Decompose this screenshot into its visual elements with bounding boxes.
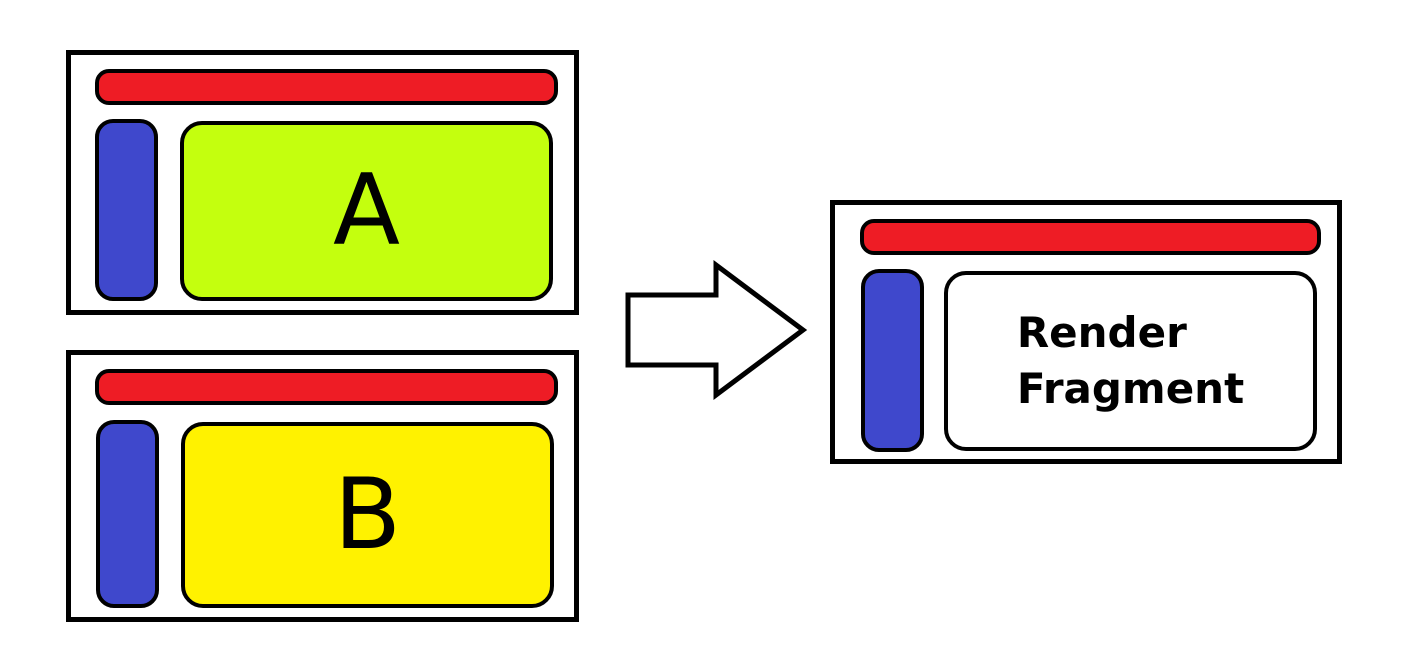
layout-a-label: A xyxy=(332,154,401,268)
render-fragment-line-1: Render xyxy=(1016,308,1187,357)
right-arrow-icon xyxy=(625,260,808,400)
render-fragment-line-2: Fragment xyxy=(1016,364,1245,413)
render-fragment-label: Render Fragment xyxy=(1017,305,1244,417)
layout-b-content: B xyxy=(181,422,554,608)
layout-b-frame: B xyxy=(66,350,579,622)
layout-b-sidebar xyxy=(96,420,159,608)
layout-b-header xyxy=(95,369,558,405)
right-arrow-shape xyxy=(625,260,808,400)
render-fragment-frame: Render Fragment xyxy=(830,200,1342,464)
render-fragment-content: Render Fragment xyxy=(944,271,1317,451)
layout-a-frame: A xyxy=(66,50,579,315)
layout-a-content: A xyxy=(180,121,553,301)
render-fragment-sidebar xyxy=(861,269,924,452)
render-fragment-header xyxy=(860,219,1321,255)
layout-a-header xyxy=(95,69,558,105)
layout-a-sidebar xyxy=(95,119,158,301)
layout-b-label: B xyxy=(333,458,402,572)
